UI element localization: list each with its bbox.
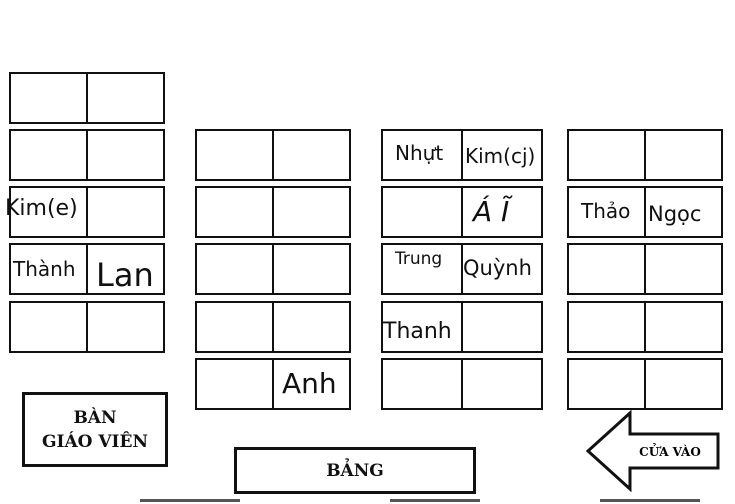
teacher-desk-label-line2: GIÁO VIÊN — [41, 431, 149, 452]
seat-c4-r1-left — [569, 131, 644, 179]
seat-c2-r1-right — [272, 131, 349, 179]
seat-c4-r3-right — [644, 245, 721, 293]
seat-c1-r1-right — [86, 74, 163, 122]
desk-c2-r4 — [195, 301, 351, 353]
seat-c3-r5-left — [383, 360, 461, 408]
scan-artifact — [600, 499, 700, 502]
seat-c4-r5-right — [644, 360, 721, 408]
board-label: BẢNG — [326, 460, 384, 481]
student-name: Á Ĩ — [473, 195, 510, 228]
seat-c3-r4-left: Thanh — [383, 303, 461, 351]
seat-c2-r3-left — [197, 245, 272, 293]
desk-c2-r2 — [195, 186, 351, 238]
scan-artifact — [390, 499, 480, 502]
seat-c4-r2-left: Thảo — [569, 188, 644, 236]
seat-c4-r5-left — [569, 360, 644, 408]
scan-artifact — [140, 499, 240, 502]
seat-c4-r4-right — [644, 303, 721, 351]
seat-c4-r2-right: Ngọc — [644, 188, 721, 236]
student-name: Thanh — [383, 319, 452, 344]
seat-c2-r4-right — [272, 303, 349, 351]
seat-c1-r4-right: Lan — [86, 245, 163, 293]
seat-c3-r4-right — [461, 303, 541, 351]
student-name: Ngọc — [648, 202, 702, 226]
seat-c3-r5-right — [461, 360, 541, 408]
desk-c3-r3: Trung Quỳnh — [381, 243, 543, 295]
seat-c3-r3-left: Trung — [383, 245, 461, 293]
seat-c2-r4-left — [197, 303, 272, 351]
student-name: Kim(e) — [5, 196, 78, 221]
seat-c1-r5-left — [11, 303, 86, 351]
desk-c3-r5 — [381, 358, 543, 410]
student-name: Lan — [96, 256, 154, 294]
student-name: Thảo — [581, 199, 631, 223]
seat-c1-r2-right — [86, 131, 163, 179]
teacher-desk: BÀN GIÁO VIÊN — [22, 392, 168, 467]
seat-c1-r3-left: Kim(e) — [5, 188, 86, 236]
seat-c3-r2-right: Á Ĩ — [461, 188, 541, 236]
student-name: Nhựt — [395, 141, 444, 165]
desk-c1-r5 — [9, 301, 165, 353]
seat-c4-r4-left — [569, 303, 644, 351]
seat-c2-r5-right: Anh — [272, 360, 349, 408]
desk-c4-r5 — [567, 358, 723, 410]
desk-c1-r3: Kim(e) — [5, 186, 165, 238]
seat-c3-r1-right: Kim(cj) — [461, 131, 541, 179]
desk-c1-r2 — [9, 129, 165, 181]
desk-c2-r3 — [195, 243, 351, 295]
teacher-desk-label-line1: BÀN — [73, 407, 117, 428]
seat-c4-r1-right — [644, 131, 721, 179]
desk-c4-r1 — [567, 129, 723, 181]
desk-c4-r2: Thảo Ngọc — [567, 186, 723, 238]
seat-c3-r1-left: Nhựt — [383, 131, 461, 179]
desk-c2-r1 — [195, 129, 351, 181]
student-name: Trung — [395, 249, 443, 269]
desk-c4-r4 — [567, 301, 723, 353]
seat-c2-r3-right — [272, 245, 349, 293]
seat-c1-r5-right — [86, 303, 163, 351]
desk-c4-r3 — [567, 243, 723, 295]
seat-c4-r3-left — [569, 245, 644, 293]
student-name: Kim(cj) — [465, 144, 536, 168]
seat-c3-r2-left — [383, 188, 461, 236]
board: BẢNG — [234, 447, 476, 494]
seat-c1-r4-left: Thành — [11, 245, 86, 293]
seat-c2-r2-left — [197, 188, 272, 236]
seat-c3-r3-right: Quỳnh — [461, 245, 541, 293]
student-name: Anh — [282, 367, 337, 400]
desk-c3-r1: Nhựt Kim(cj) — [381, 129, 543, 181]
student-name: Quỳnh — [463, 256, 532, 280]
desk-c1-r4: Thành Lan — [9, 243, 165, 295]
seat-c1-r2-left — [11, 131, 86, 179]
seat-c1-r3-right — [86, 188, 163, 236]
entrance-arrow-icon: CỬA VÀO — [585, 410, 720, 492]
desk-c3-r4: Thanh — [381, 301, 543, 353]
desk-c2-r5: Anh — [195, 358, 351, 410]
door-label: CỬA VÀO — [639, 442, 701, 459]
desk-c1-r1 — [9, 72, 165, 124]
desk-c3-r2: Á Ĩ — [381, 186, 543, 238]
student-name: Thành — [13, 257, 76, 281]
seat-c1-r1-left — [11, 74, 86, 122]
seat-c2-r2-right — [272, 188, 349, 236]
seat-c2-r5-left — [197, 360, 272, 408]
seat-c2-r1-left — [197, 131, 272, 179]
